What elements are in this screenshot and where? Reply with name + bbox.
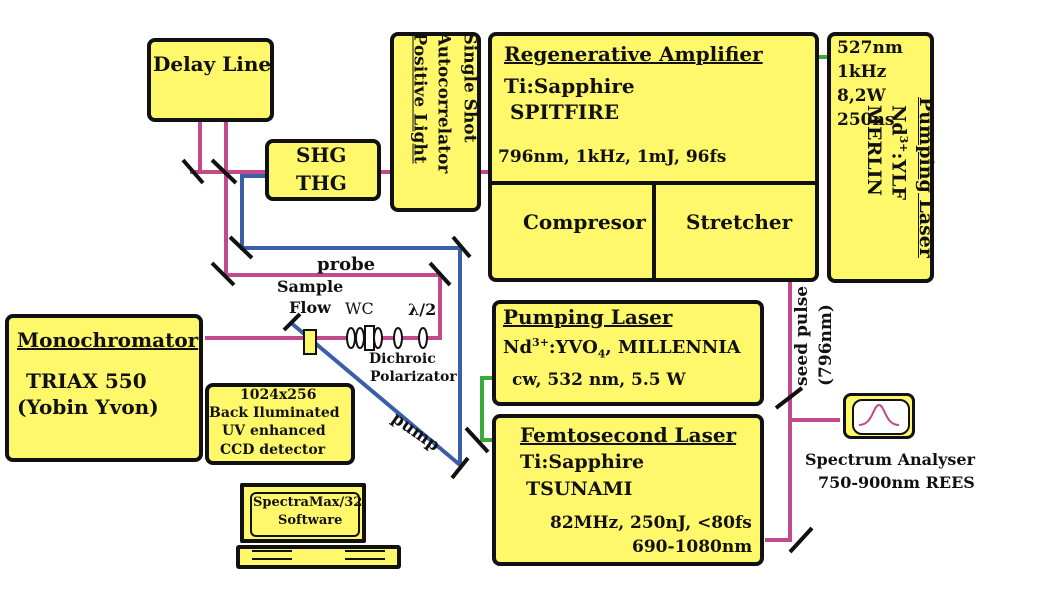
- sample-cell: [303, 329, 317, 355]
- spectrum-line2: 750-900nm REES: [818, 473, 975, 492]
- tsunami-specs2: 690-1080nm: [632, 537, 753, 557]
- merlin-power: 8,2W: [837, 86, 886, 106]
- seed-wavelength: (796nm): [816, 304, 836, 386]
- regen-line2: SPITFIRE: [510, 100, 620, 124]
- mirror: [210, 158, 238, 185]
- mirror: [282, 312, 302, 332]
- mirror: [181, 158, 205, 185]
- ccd-box: [205, 383, 355, 465]
- wc-lens: [373, 327, 383, 349]
- millennia-medium-sup: 3+: [532, 336, 549, 349]
- autocorrelator-line1: Single Shot: [459, 32, 480, 143]
- software-line2: Software: [278, 513, 343, 528]
- regen-divider: [652, 183, 656, 278]
- delay-line-box: [147, 38, 274, 122]
- ccd-line1: 1024x256: [240, 387, 317, 403]
- autocorrelator-text: Single Shot Autocorrelator Positive Ligh…: [410, 32, 480, 213]
- tsunami-title: Femtosecond Laser: [520, 423, 737, 447]
- millennia-medium-sub: 4: [597, 347, 606, 361]
- pump-beam: [240, 174, 462, 470]
- regen-title: Regenerative Amplifier: [504, 42, 763, 66]
- merlin-box: [827, 32, 934, 283]
- spectrum-line1: Spectrum Analyser: [805, 450, 976, 469]
- autocorrelator-line2: Autocorrelator: [433, 32, 454, 174]
- regen-specs: 796nm, 1kHz, 1mJ, 96fs: [498, 147, 727, 167]
- keyboard: [236, 545, 401, 569]
- software-line1: SpectraMax/32: [253, 495, 363, 510]
- sample-label: Sample: [277, 277, 344, 296]
- millennia-medium-mid: :YVO: [548, 337, 598, 358]
- ccd-line3: UV enhanced: [222, 423, 326, 439]
- keyboard-keys: [345, 550, 385, 560]
- monochromator-line2: (Yobin Yvon): [17, 395, 159, 419]
- autocorrelator-line3: Positive Light: [409, 32, 430, 164]
- half-wave-label: λ/2: [408, 300, 437, 319]
- thg-label: THG: [296, 171, 347, 195]
- autocorrelator-box: [390, 32, 481, 212]
- monitor-screen: [250, 492, 360, 537]
- seed-beam: [765, 420, 792, 542]
- tsunami-specs1: 82MHz, 250nJ, <80fs: [550, 513, 752, 533]
- merlin-medium-sup: 3+: [897, 135, 910, 153]
- half-wave-plate: [418, 327, 428, 349]
- harmonics-box: [265, 139, 381, 201]
- tsunami-box: [492, 414, 764, 566]
- keyboard-keys: [252, 550, 292, 560]
- merlin-rate: 1kHz: [837, 62, 887, 82]
- wc-label: WC: [345, 299, 374, 318]
- polarizator-label: Polarizator: [370, 369, 457, 385]
- monochromator-line1: TRIAX 550: [26, 369, 147, 393]
- merlin-name: MERLIN: [863, 105, 885, 196]
- seed-pulse-text: seed pulse (796nm): [792, 262, 836, 402]
- mirror: [451, 235, 472, 259]
- merlin-medium: Nd3+:YLF: [887, 105, 910, 200]
- monochromator-title: Monochromator: [17, 328, 199, 352]
- mirror: [788, 526, 814, 554]
- millennia-medium: Nd3+:YVO4, MILLENNIA: [503, 337, 741, 360]
- tsunami-line2: TSUNAMI: [526, 478, 633, 500]
- monochromator-box: [5, 314, 203, 462]
- merlin-medium-post: :YLF: [887, 152, 910, 200]
- wc-lens: [355, 327, 365, 349]
- wc-block: [364, 325, 375, 351]
- merlin-title: Pumping Laser: [915, 97, 937, 258]
- merlin-rotated-text: Pumping Laser Nd3+:YLF MERLIN: [863, 97, 937, 267]
- wc-lens: [346, 327, 356, 349]
- delay-line-label: Delay Line: [153, 52, 272, 76]
- millennia-box: [492, 300, 764, 406]
- millennia-medium-pre: Nd: [503, 337, 533, 358]
- millennia-medium-post: , MILLENNIA: [605, 337, 741, 358]
- mirror: [428, 261, 452, 287]
- merlin-medium-pre: Nd: [887, 105, 910, 136]
- millennia-specs: cw, 532 nm, 5.5 W: [512, 370, 686, 390]
- spectrum-peak-icon: [858, 403, 900, 426]
- mirror: [450, 456, 470, 480]
- ccd-line4: CCD detector: [220, 442, 326, 458]
- seed-label: seed pulse: [792, 285, 812, 386]
- dichroic-label: Dichroic: [369, 351, 436, 367]
- stretcher-label: Stretcher: [686, 210, 793, 234]
- regen-line1: Ti:Sapphire: [504, 74, 635, 98]
- probe-label: probe: [317, 254, 376, 275]
- tsunami-line1: Ti:Sapphire: [520, 451, 645, 473]
- mirror: [464, 426, 490, 454]
- merlin-pulse: 250ns: [837, 110, 895, 130]
- mirror: [210, 261, 236, 287]
- millennia-title: Pumping Laser: [503, 305, 673, 329]
- mirror: [774, 386, 804, 410]
- ccd-line2: Back Iluminated: [209, 405, 340, 421]
- mirror: [228, 235, 254, 260]
- flow-label: Flow: [289, 298, 331, 317]
- polarizer-element: [393, 327, 403, 349]
- compressor-label: Compresor: [523, 210, 646, 234]
- merlin-wavelength: 527nm: [837, 38, 903, 58]
- shg-label: SHG: [296, 143, 347, 167]
